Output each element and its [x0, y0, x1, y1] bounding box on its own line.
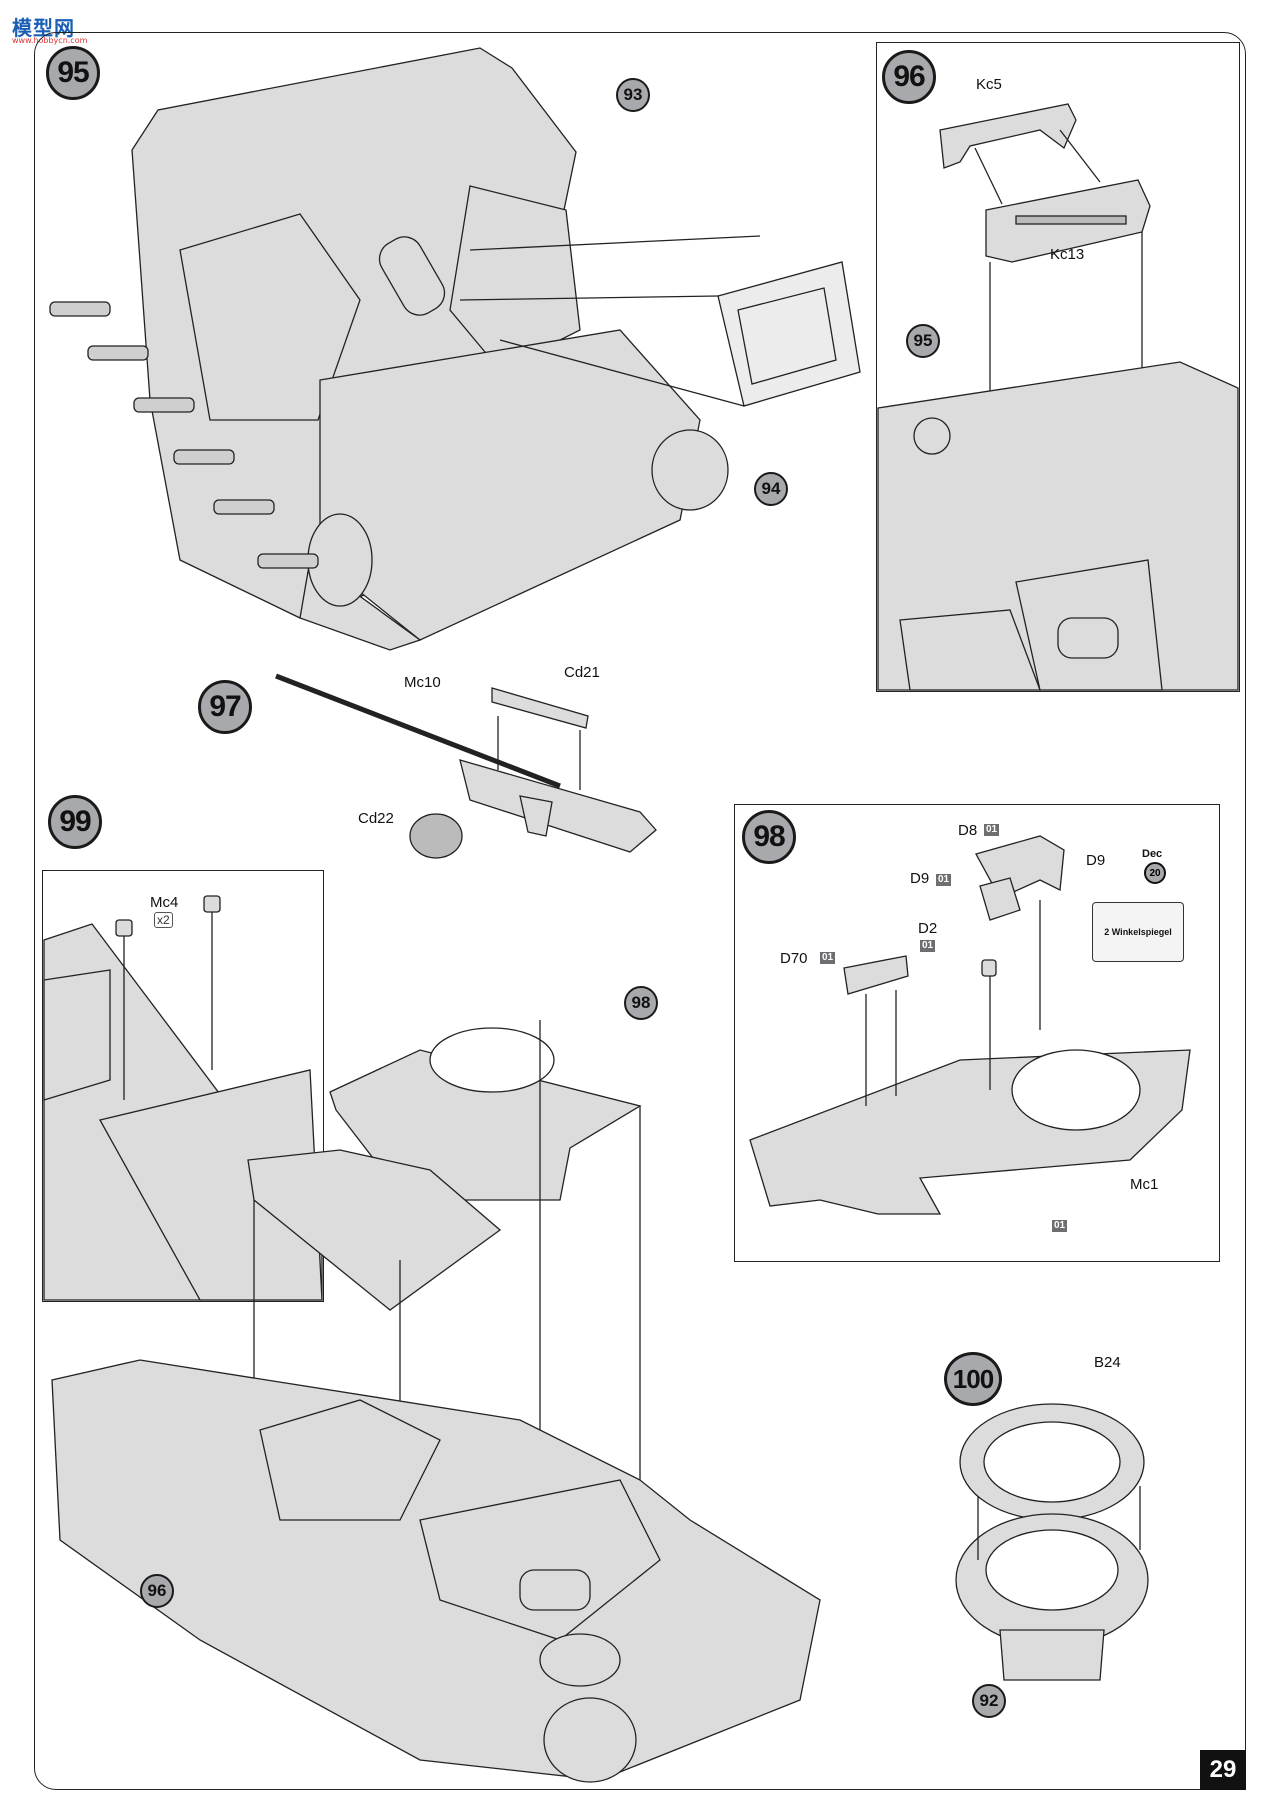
step-number-97: 97	[198, 680, 252, 734]
step-number-98: 98	[742, 810, 796, 864]
step-97-mg34-drawing	[275, 673, 657, 859]
step-number-99: 99	[48, 795, 102, 849]
part-label-kc13: Kc13	[1050, 246, 1085, 263]
part-label-mc1: Mc1	[1130, 1176, 1159, 1193]
sprue-tag-d8: 01	[984, 824, 1000, 836]
page-number: 29	[1200, 1750, 1246, 1790]
ref-badge-95: 95	[906, 324, 940, 358]
ref-badge-92: 92	[972, 1684, 1006, 1718]
sprue-tag-mc1-area: 01	[1052, 1220, 1068, 1232]
step-96-drawing	[877, 103, 1239, 691]
sprue-tag-d2: 01	[920, 940, 936, 952]
step-98-plate-drawing	[247, 1020, 642, 1520]
step-95-hull-drawing	[49, 47, 861, 651]
step-99-detail-drawing	[43, 895, 323, 1301]
part-label-b24: B24	[1094, 1354, 1121, 1371]
lower-hull-drawing	[51, 1359, 821, 1783]
quantity-badge-mc4: x2	[154, 912, 173, 928]
decal-text: 2 Winkelspiegel	[1104, 927, 1172, 937]
step-96-box	[876, 42, 1240, 692]
step-100-ring-drawing	[955, 1403, 1149, 1681]
part-label-d9-decal: D9	[1086, 852, 1106, 869]
page-frame	[34, 32, 1246, 1790]
step-98-inset-drawing	[749, 835, 1191, 1215]
sprue-tag-d70: 01	[820, 952, 836, 964]
part-label-cd22: Cd22	[358, 810, 394, 827]
ref-badge-94: 94	[754, 472, 788, 506]
ref-badge-98: 98	[624, 986, 658, 1020]
decal-label: Dec	[1142, 848, 1163, 860]
part-label-d70: D70	[780, 950, 808, 967]
part-label-mc4: Mc4	[150, 894, 179, 911]
part-label-d8: D8	[958, 822, 978, 839]
sprue-tag-d9: 01	[936, 874, 952, 886]
step-number-100: 100	[944, 1352, 1002, 1406]
part-label-d2: D2	[918, 920, 938, 937]
part-label-d9: D9	[910, 870, 930, 887]
part-label-mc10: Mc10	[404, 674, 441, 691]
step-number-96: 96	[882, 50, 936, 104]
step-number-95: 95	[46, 46, 100, 100]
ref-badge-96: 96	[140, 1574, 174, 1608]
part-label-cd21: Cd21	[564, 664, 600, 681]
ref-badge-93: 93	[616, 78, 650, 112]
decal-winkelspiegel: 2 Winkelspiegel	[1092, 902, 1184, 962]
part-label-kc5: Kc5	[976, 76, 1002, 93]
step-99-detail-box	[42, 870, 324, 1302]
decal-number-badge: 20	[1144, 862, 1166, 884]
step-98-box	[734, 804, 1220, 1262]
